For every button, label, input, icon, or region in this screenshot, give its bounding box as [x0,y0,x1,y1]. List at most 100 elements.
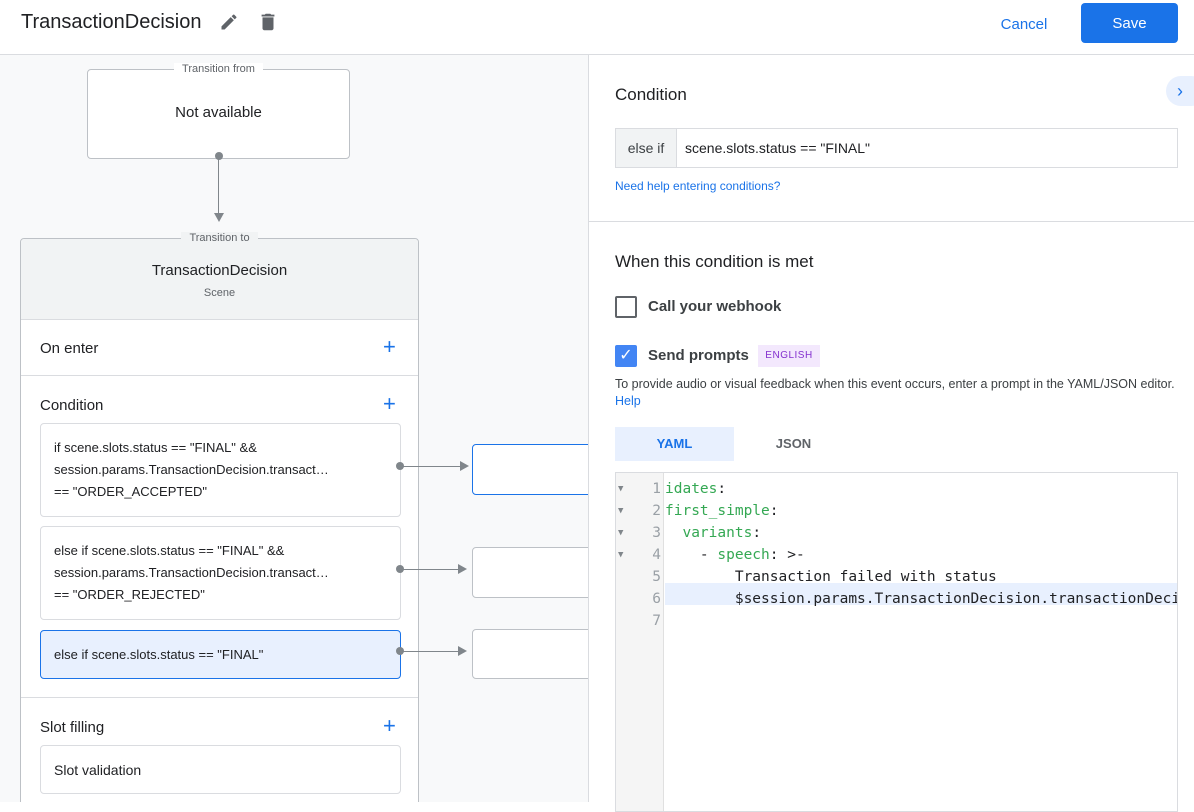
code-line: variants: [665,522,1177,544]
connector-line [218,156,219,216]
condition-line: else if scene.slots.status == "FINAL" && [54,543,285,558]
when-met-title: When this condition is met [615,252,814,271]
fold-arrow-icon[interactable]: ▼ [618,550,624,560]
code-line [665,610,1177,632]
slot-validation-label: Slot validation [54,762,142,778]
connector-line [400,569,460,570]
condition-card-selected[interactable]: else if scene.slots.status == "FINAL" [40,630,401,679]
transition-from-box: Transition from Not available [87,63,350,159]
condition-title: Condition [615,85,687,104]
slot-validation-card[interactable]: Slot validation [40,745,401,794]
code-line: $session.params.TransactionDecision.tran… [665,588,1178,610]
transition-target-box[interactable] [472,547,588,598]
condition-label: Condition [40,397,104,414]
divider [21,697,418,698]
condition-card[interactable]: else if scene.slots.status == "FINAL" &&… [40,526,401,620]
code-value: $session.params.TransactionDecision.tran… [734,591,1178,607]
condition-prefix: else if [616,129,677,167]
condition-line: session.params.TransactionDecision.trans… [54,565,329,580]
code-value: : [717,481,727,497]
condition-input-row: else if scene.slots.status == "FINAL" [615,128,1178,168]
condition-card[interactable]: if scene.slots.status == "FINAL" && sess… [40,423,401,517]
arrow-right-icon [458,564,467,574]
trash-icon[interactable] [257,10,279,39]
line-number: 5 [652,569,661,585]
tab-yaml[interactable]: YAML [615,427,734,461]
language-badge: ENGLISH [758,345,820,367]
cancel-button[interactable]: Cancel [1000,15,1048,33]
code-value: Transaction failed with status [734,569,997,585]
code-value: : [769,503,779,519]
code-line: first_simple: [665,500,1177,522]
fold-arrow-icon[interactable]: ▼ [618,506,624,516]
divider [589,221,1194,222]
add-on-enter-icon[interactable]: + [383,334,396,359]
code-indent [665,525,682,541]
condition-line: if scene.slots.status == "FINAL" && [54,440,257,455]
scene-type: Scene [203,287,236,299]
header-bar: TransactionDecision Cancel Save [0,0,1194,55]
code-key: speech [717,547,770,563]
fold-arrow-icon[interactable]: ▼ [618,484,624,494]
code-indent [665,569,735,585]
help-link[interactable]: Help [615,394,641,408]
line-number: 7 [652,613,661,629]
add-slot-icon[interactable]: + [383,713,396,738]
add-condition-icon[interactable]: + [383,391,396,416]
code-indent: - [665,547,718,563]
transition-from-value: Not available [175,104,262,121]
condition-input[interactable]: scene.slots.status == "FINAL" [685,140,871,156]
description-text: To provide audio or visual feedback when… [615,377,1175,391]
active-line-highlight [665,583,1177,605]
fold-arrow-icon[interactable]: ▼ [618,528,624,538]
connector-dot [215,152,223,160]
arrow-right-icon [460,461,469,471]
code-line: Transaction failed with status [665,566,1177,588]
webhook-checkbox[interactable] [615,296,637,318]
condition-line: else if scene.slots.status == "FINAL" [54,647,264,662]
code-line: - speech: >- [665,544,1177,566]
arrow-down-icon [214,213,224,222]
divider [21,375,418,376]
page-title: TransactionDecision [21,11,202,33]
transition-target-box[interactable] [472,629,588,679]
pencil-icon[interactable] [219,12,239,37]
scene-header: Transition to TransactionDecision Scene [21,232,418,320]
code-indent [665,591,735,607]
condition-line: session.params.TransactionDecision.trans… [54,462,329,477]
line-number: 6 [652,591,661,607]
line-number: 2 [652,503,661,519]
flow-canvas[interactable]: Transition from Not available Transition… [0,55,588,802]
line-number: 4 [652,547,661,563]
code-key: idates [665,481,718,497]
condition-line: == "ORDER_ACCEPTED" [54,484,207,499]
condition-line: == "ORDER_REJECTED" [54,587,205,602]
connector-line [400,651,460,652]
scene-name: TransactionDecision [151,262,288,279]
tab-json[interactable]: JSON [775,436,812,451]
prompt-description: To provide audio or visual feedback when… [615,376,1175,410]
send-prompts-label: Send prompts [648,347,749,364]
transition-from-legend: Transition from [174,63,263,75]
condition-panel: › Condition else if scene.slots.status =… [588,55,1194,812]
save-button[interactable]: Save [1081,3,1178,43]
transition-to-legend: Transition to [181,232,258,244]
help-conditions-link[interactable]: Need help entering conditions? [615,179,781,193]
webhook-label: Call your webhook [648,298,782,315]
line-number: 1 [652,481,661,497]
on-enter-label: On enter [40,340,99,357]
line-number: 3 [652,525,661,541]
scene-box: Transition to TransactionDecision Scene … [20,232,419,802]
editor-gutter [616,473,664,811]
transition-target-box[interactable] [472,444,588,495]
slot-filling-label: Slot filling [40,719,105,736]
code-key: first_simple [665,503,770,519]
code-value: : [752,525,762,541]
send-prompts-checkbox[interactable]: ✓ [615,345,637,367]
code-key: variants [682,525,753,541]
code-line: idates: [665,478,1177,500]
collapse-panel-chevron-icon[interactable]: › [1166,76,1194,106]
connector-line [400,466,462,467]
arrow-right-icon [458,646,467,656]
